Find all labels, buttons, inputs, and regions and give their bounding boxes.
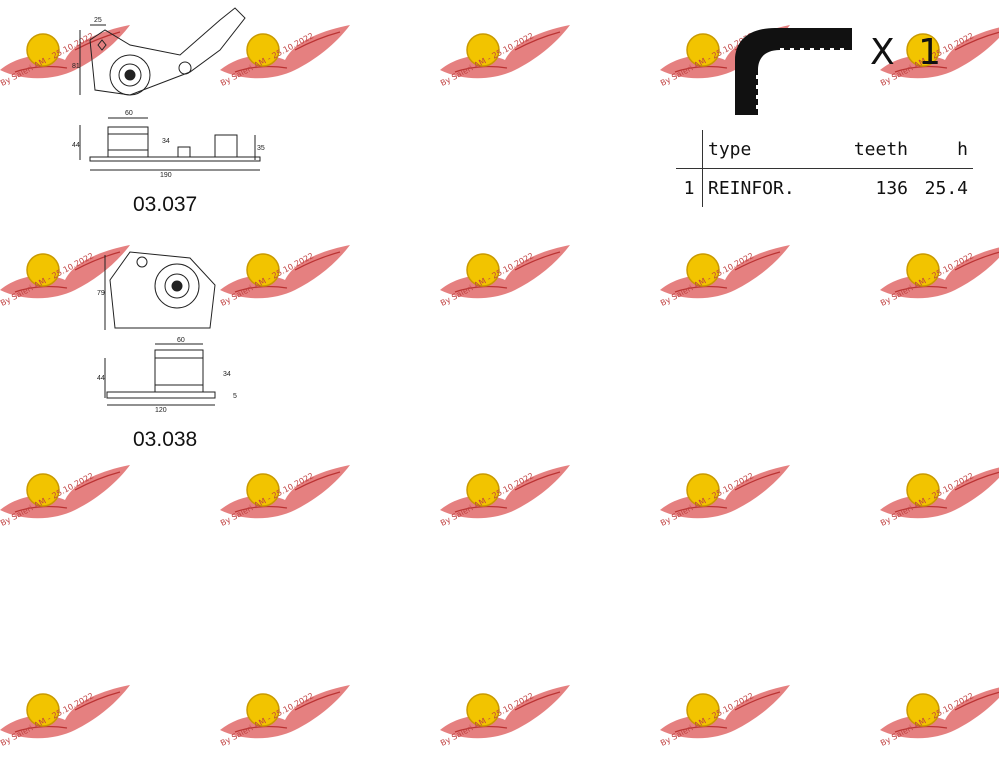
dim-label: 25 [94, 17, 102, 24]
dim-label: 44 [97, 375, 105, 382]
watermark-logo: By Saleri AM - 25.10.2022 [0, 450, 135, 560]
watermark-text: By Saleri AM - 25.10.2022 [879, 471, 976, 528]
watermark-logo: By Saleri AM - 25.10.2022 [435, 230, 575, 340]
watermark-text: By Saleri AM - 25.10.2022 [0, 471, 96, 528]
watermark-text: By Saleri AM - 25.10.2022 [439, 251, 536, 308]
dim-label: 34 [162, 138, 170, 145]
column-header: type [702, 130, 833, 169]
watermark-text: By Saleri AM - 25.10.2022 [439, 691, 536, 748]
watermark-logo: By Saleri AM - 25.10.2022 [875, 450, 999, 560]
dim-label: 60 [125, 110, 133, 117]
watermark-logo: By Saleri AM - 25.10.2022 [655, 450, 795, 560]
watermark-logo: By Saleri AM - 25.10.2022 [215, 670, 355, 780]
belt-spec-table: type teeth h 1 REINFOR. 136 25.4 [676, 130, 973, 207]
watermark-text: By Saleri AM - 25.10.2022 [0, 691, 96, 748]
watermark-text: By Saleri AM - 25.10.2022 [659, 251, 756, 308]
dim-label: 34 [223, 371, 231, 378]
watermark-logo: By Saleri AM - 25.10.2022 [0, 670, 135, 780]
table-header-row: type teeth h [676, 130, 973, 169]
watermark-text: By Saleri AM - 25.10.2022 [659, 471, 756, 528]
watermark-text: By Saleri AM - 25.10.2022 [879, 691, 976, 748]
column-header: h [913, 130, 973, 169]
dim-label: 190 [160, 172, 172, 179]
timing-belt-icon [735, 28, 852, 115]
watermark-text: By Saleri AM - 25.10.2022 [219, 471, 316, 528]
watermark-logo: By Saleri AM - 25.10.2022 [435, 450, 575, 560]
index-header [676, 130, 703, 169]
watermark-logo: By Saleri AM - 25.10.2022 [875, 230, 999, 340]
watermark-text: By Saleri AM - 25.10.2022 [0, 251, 96, 308]
column-header: teeth [833, 130, 913, 169]
belt-teeth: 136 [875, 177, 908, 199]
dim-label: 81 [72, 63, 80, 70]
watermark-logo: By Saleri AM - 25.10.2022 [435, 10, 575, 120]
watermark-logo: By Saleri AM - 25.10.2022 [655, 230, 795, 340]
part-code: 03.037 [133, 193, 198, 216]
watermark-text: By Saleri AM - 25.10.2022 [879, 251, 976, 308]
watermark-text: By Saleri AM - 25.10.2022 [659, 691, 756, 748]
watermark-text: By Saleri AM - 25.10.2022 [219, 691, 316, 748]
row-index: 1 [676, 168, 703, 207]
belt-type: REINFOR. [708, 177, 795, 199]
dim-label: 35 [257, 145, 265, 152]
dim-label: 60 [177, 337, 185, 344]
dim-label: 5 [233, 393, 237, 400]
tensioner-drawing-03038: 79 60 44 34 5 120 [97, 251, 237, 414]
watermark-logo: By Saleri AM - 25.10.2022 [655, 670, 795, 780]
belt-height: 25.4 [924, 177, 968, 199]
watermark-logo: By Saleri AM - 25.10.2022 [215, 450, 355, 560]
dim-label: 79 [97, 290, 105, 297]
watermark-logo: By Saleri AM - 25.10.2022 [875, 670, 999, 780]
table-row: 1 REINFOR. 136 25.4 [676, 168, 973, 207]
dim-label: 120 [155, 407, 167, 414]
watermark-logo: By Saleri AM - 25.10.2022 [435, 670, 575, 780]
belt-quantity: X 1 [870, 32, 948, 73]
part-code: 03.038 [133, 428, 198, 451]
watermark-text: By Saleri AM - 25.10.2022 [439, 471, 536, 528]
tensioner-drawing-03037: 25 81 60 44 34 35 190 [72, 7, 265, 179]
watermark-text: By Saleri AM - 25.10.2022 [439, 31, 536, 88]
dim-label: 44 [72, 142, 80, 149]
